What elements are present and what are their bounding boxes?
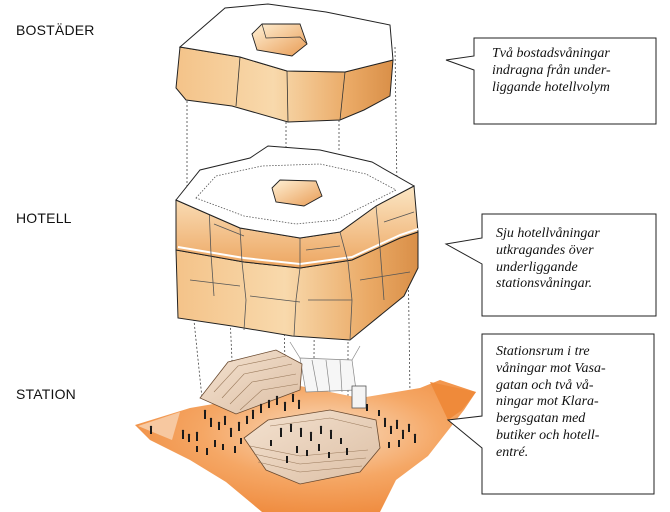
callout-line: ningar mot Klara- [496, 394, 599, 410]
callout-line: våningar mot Vasa- [496, 360, 606, 376]
callout-line: Två bostadsvåningar [492, 46, 610, 61]
hotell-volume [175, 145, 419, 341]
callout-line: butiker och hotell- [496, 427, 600, 443]
callout-bostader [445, 37, 657, 125]
callout-line: underliggande [496, 259, 578, 275]
callout-line: stationsvåningar. [496, 276, 593, 292]
callout-station [446, 333, 655, 495]
callout-line: utkragandes över [496, 242, 594, 258]
callout-line: Sju hotellvåningar [496, 226, 600, 241]
bostader-volume [175, 3, 394, 123]
station-level [135, 341, 476, 512]
level-label-hotell: HOTELL [16, 210, 72, 226]
callout-line: gatan och två vå- [496, 377, 594, 393]
callout-line: indragna från under- [492, 62, 611, 78]
callout-line: Stationsrum i tre [496, 344, 590, 359]
people-icon [149, 393, 417, 463]
callout-text-station: Stationsrum i tre våningar mot Vasa- gat… [496, 344, 606, 462]
callout-line: bergsgatan med [496, 411, 586, 427]
callout-hotell [444, 213, 657, 317]
callout-text-hotell: Sju hotellvåningar utkragandes över unde… [496, 226, 600, 293]
level-label-bostader: BOSTÄDER [16, 22, 95, 38]
callout-text-bostader: Två bostadsvåningar indragna från under-… [492, 46, 611, 96]
level-label-station: STATION [16, 386, 76, 402]
callout-line: entré. [496, 444, 529, 460]
callout-line: liggande hotellvolym [492, 79, 610, 95]
